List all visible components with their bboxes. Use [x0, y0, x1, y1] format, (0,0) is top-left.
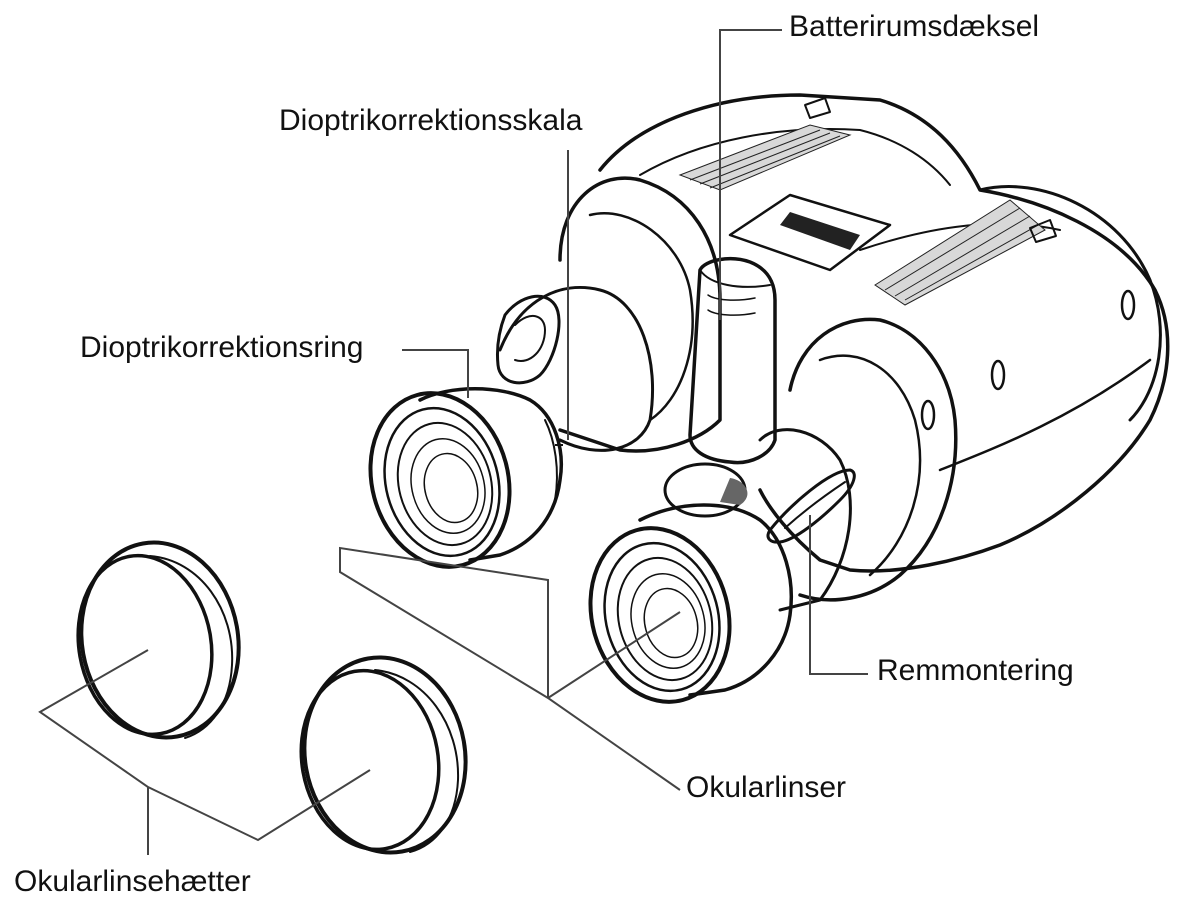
binocular-body: [600, 95, 1168, 571]
label-strap-mount: Remmontering: [877, 656, 1074, 686]
label-diopter-scale: Dioptrikorrektionsskala: [279, 106, 582, 136]
left-eyepiece: [352, 377, 563, 582]
grip-texture-top: [680, 125, 850, 190]
strap-mount: [768, 470, 854, 542]
eyepiece-cap-left: [64, 530, 253, 750]
left-barrel: [497, 178, 720, 451]
eyepiece-cap-right: [287, 645, 480, 866]
right-eyepiece: [572, 505, 792, 718]
label-eyepiece-caps: Okularlinsehætter: [14, 867, 251, 897]
grip-texture-right: [875, 200, 1045, 305]
label-diopter-ring: Dioptrikorrektionsring: [80, 333, 363, 363]
label-eyepieces: Okularlinser: [686, 773, 846, 803]
label-battery-cover: Batterirumsdæksel: [789, 12, 1039, 42]
